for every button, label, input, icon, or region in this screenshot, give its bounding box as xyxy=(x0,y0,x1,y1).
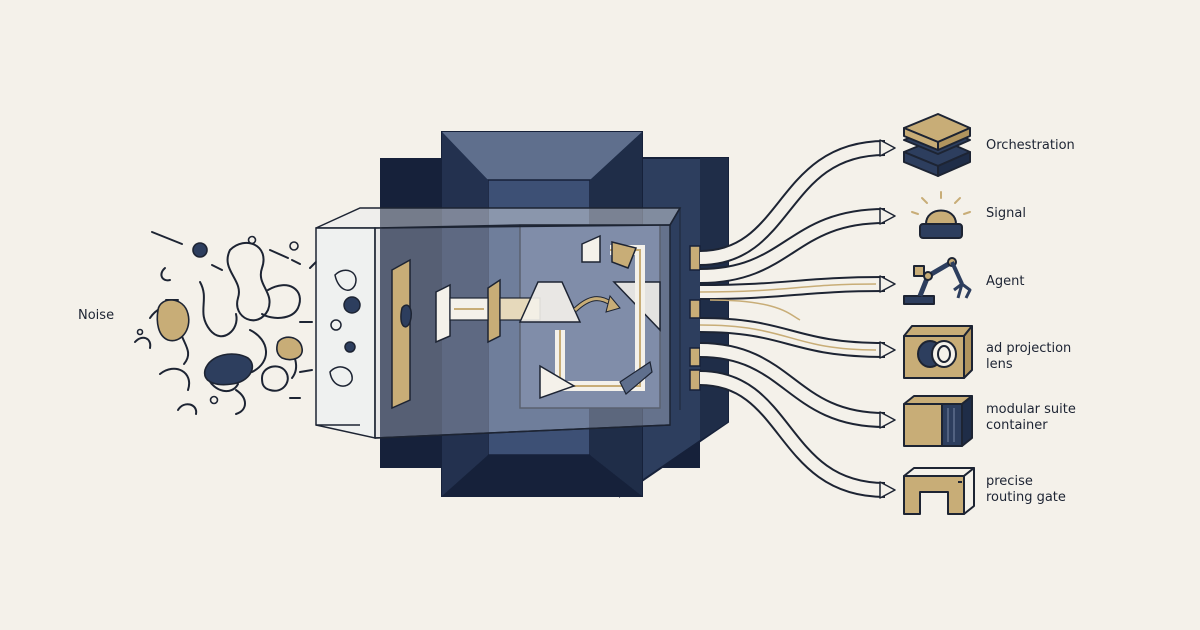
central-processing-block xyxy=(315,131,729,498)
output-label-modular-container: modular suite container xyxy=(986,402,1076,434)
beam-flow xyxy=(449,234,661,400)
robotic-arm-icon xyxy=(903,257,972,305)
output-label-orchestration: Orchestration xyxy=(986,138,1075,154)
output-label-line: precise xyxy=(986,474,1033,489)
output-label-routing-gate: precise routing gate xyxy=(986,474,1066,506)
machine-top-inner xyxy=(442,132,642,180)
noise-blobs xyxy=(156,242,303,386)
output-label-line: Agent xyxy=(986,274,1025,289)
output-label-line: ad projection xyxy=(986,341,1072,356)
noise-label: Noise xyxy=(78,308,115,323)
glass-particles xyxy=(329,269,361,387)
output-label-projection-lens: ad projection lens xyxy=(986,341,1071,373)
shipping-container-icon xyxy=(903,395,973,447)
output-label-signal: Signal xyxy=(986,206,1026,222)
output-label-line: Signal xyxy=(986,206,1026,221)
output-streams xyxy=(699,139,896,499)
output-label-line: Orchestration xyxy=(986,138,1075,153)
filter-panels xyxy=(391,258,501,410)
output-label-line: container xyxy=(986,418,1048,433)
output-label-line: routing gate xyxy=(986,490,1066,505)
stacked-layers-icon xyxy=(903,113,971,177)
noise-dots xyxy=(136,235,299,405)
output-label-line: lens xyxy=(986,357,1013,372)
beacon-light-icon xyxy=(911,191,971,239)
output-label-agent: Agent xyxy=(986,274,1024,290)
lens-box-icon xyxy=(903,325,973,379)
routing-gate-icon xyxy=(903,467,975,515)
output-label-line: modular suite xyxy=(986,402,1076,417)
